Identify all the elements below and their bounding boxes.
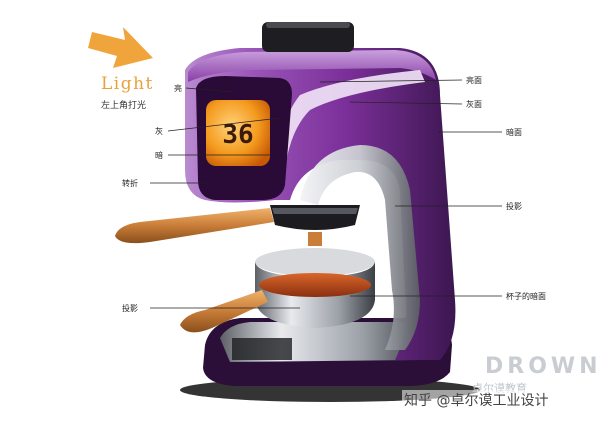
watermark-brand: DROWN [485, 354, 600, 379]
label-huimian: 灰面 [466, 100, 482, 109]
leader-huimian [349, 101, 463, 105]
leader-liang-left [185, 87, 233, 93]
machine-top [188, 50, 436, 82]
label-an-left: 暗 [155, 151, 163, 160]
cup-top [255, 248, 375, 276]
chrome-arch [300, 145, 420, 350]
label-zhuanzhe: 转折 [122, 179, 138, 188]
tray-slot [232, 338, 292, 360]
light-title: Light [101, 74, 154, 94]
light-subtitle: 左上角打光 [101, 101, 147, 111]
portafilter-handle [115, 208, 274, 244]
spout [308, 232, 322, 246]
cup-handle [180, 290, 268, 333]
label-beizi: 杯子的暗面 [506, 292, 546, 301]
leader-liangmian [319, 79, 463, 83]
label-liangmian: 亮面 [466, 76, 482, 85]
light-direction-arrow-icon [88, 27, 153, 68]
label-hui-left: 灰 [155, 127, 163, 136]
display-screen [206, 100, 270, 166]
cup-liquid [259, 273, 371, 297]
display-readout: 36 [222, 120, 253, 150]
leader-hui-left [167, 117, 281, 132]
annotation-leaders [150, 79, 502, 309]
group-head-ring [272, 208, 358, 214]
highlight-stripe [275, 70, 425, 170]
top-knob [262, 22, 354, 52]
knob-highlight [266, 22, 350, 28]
label-anmian: 暗面 [506, 128, 522, 137]
watermark-zhihu: 知乎 @卓尔谟工业设计 [402, 390, 551, 410]
label-liang-left: 亮 [174, 84, 182, 93]
label-touying-left: 投影 [122, 304, 138, 313]
label-touying-right: 投影 [506, 202, 522, 211]
